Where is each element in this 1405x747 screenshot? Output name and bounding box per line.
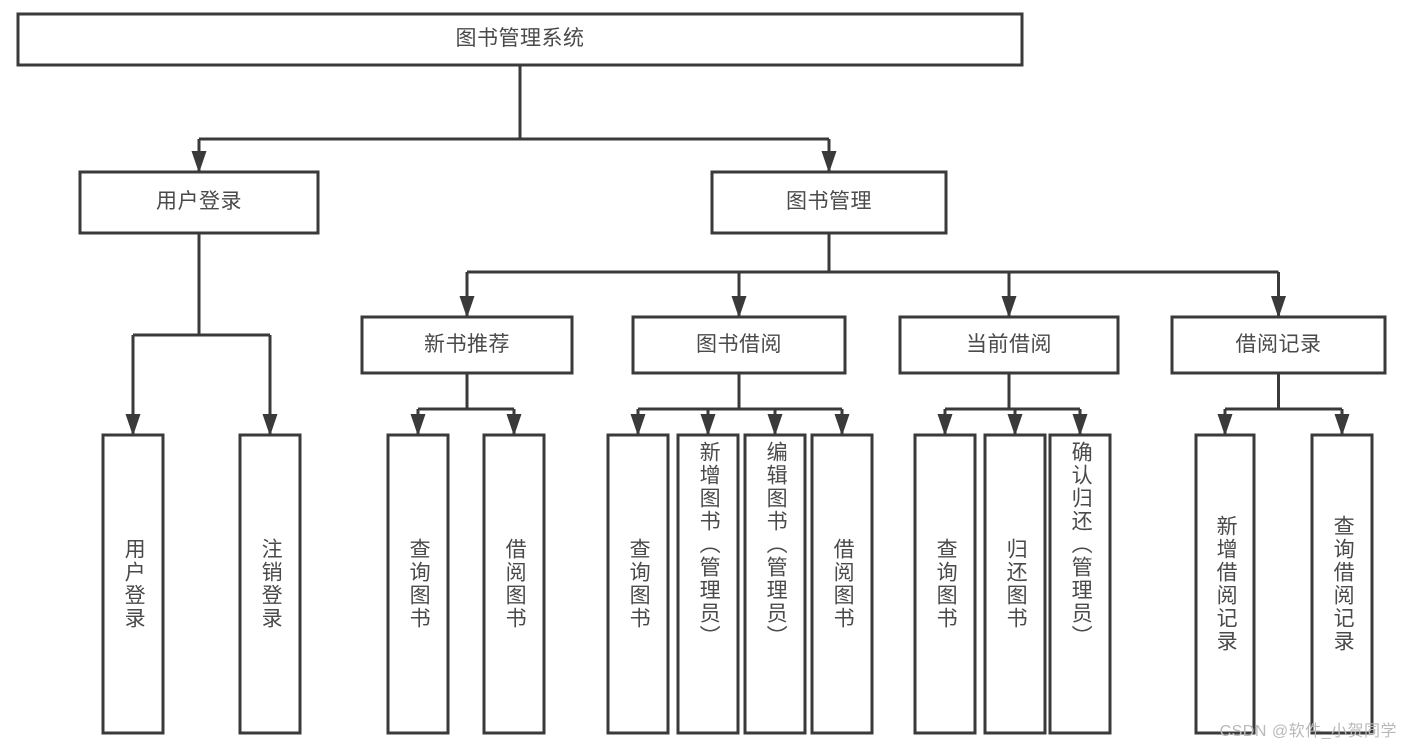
arrow-head-icon	[125, 414, 141, 436]
node-box-root[interactable]	[16, 12, 1024, 67]
arrow-head-icon	[731, 296, 747, 318]
node-box-user-login[interactable]	[78, 170, 320, 235]
node-box-leaf-add-book[interactable]	[676, 433, 740, 735]
arrow-head-icon	[937, 414, 953, 436]
arrow-head-icon	[506, 414, 522, 436]
node-box-leaf-add-record[interactable]	[1194, 433, 1256, 735]
node-box-leaf-confirm-return[interactable]	[1048, 433, 1112, 735]
arrow-head-icon	[1271, 296, 1286, 318]
arrow-head-icon	[821, 151, 837, 173]
node-box-leaf-user-login[interactable]	[101, 433, 165, 735]
connector-edges	[125, 65, 1350, 436]
watermark-text: CSDN @软件_小贺同学	[1219, 723, 1397, 740]
node-box-leaf-borrow-book-1[interactable]	[482, 433, 546, 735]
node-box-book-borrow[interactable]	[631, 315, 847, 375]
arrow-head-icon	[191, 151, 207, 173]
node-box-leaf-edit-book[interactable]	[743, 433, 807, 735]
node-box-borrow-record[interactable]	[1170, 315, 1387, 375]
arrow-head-icon	[459, 296, 475, 318]
arrow-head-icon	[410, 414, 426, 436]
arrow-head-icon	[834, 414, 850, 436]
arrow-head-icon	[700, 414, 716, 436]
node-box-current-borrow[interactable]	[898, 315, 1120, 375]
arrow-head-icon	[767, 414, 783, 436]
arrow-head-icon	[1001, 296, 1017, 318]
node-box-leaf-query-record[interactable]	[1310, 433, 1374, 735]
node-boxes	[16, 12, 1387, 735]
node-box-leaf-query-book-1[interactable]	[386, 433, 450, 735]
node-box-book-manage[interactable]	[710, 170, 948, 235]
arrow-head-icon	[1217, 414, 1233, 436]
arrow-head-icon	[1072, 414, 1088, 436]
node-box-leaf-borrow-book-2[interactable]	[810, 433, 874, 735]
node-box-leaf-return-book[interactable]	[983, 433, 1047, 735]
arrow-head-icon	[1007, 414, 1023, 436]
node-box-leaf-query-book-2[interactable]	[606, 433, 670, 735]
node-box-leaf-query-book-3[interactable]	[913, 433, 977, 735]
node-box-new-book-rec[interactable]	[360, 315, 574, 375]
arrow-head-icon	[630, 414, 646, 436]
node-box-leaf-logout[interactable]	[238, 433, 302, 735]
arrow-head-icon	[1334, 414, 1350, 436]
arrow-head-icon	[262, 414, 278, 436]
